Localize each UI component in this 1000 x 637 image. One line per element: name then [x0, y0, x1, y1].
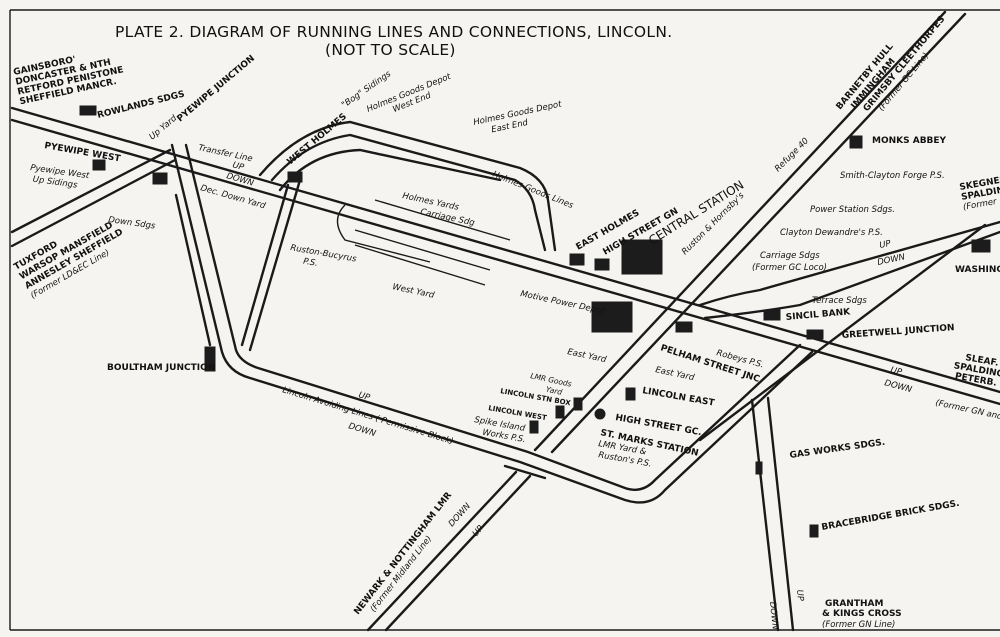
label-pyewipe-west-up-sidings: Pyewipe West Up Sidings: [30, 163, 91, 191]
dest-northwest: GAINSBORO' DONCASTER & NTH RETFORD PENIS…: [13, 55, 125, 107]
label-clayton-dewandre: Clayton Dewandre's P.S.: [780, 228, 883, 238]
label-lincoln-east: LINCOLN EAST: [641, 386, 715, 409]
label-down-newark: DOWN: [447, 501, 474, 529]
label-bracebridge-brick-sdgs: BRACEBRIDGE BRICK SDGS.: [821, 499, 961, 533]
label-line: Yard: [545, 385, 563, 397]
dest-south: GRANTHAM & KINGS CROSS (Former GN Line): [822, 599, 902, 630]
label-line: GRANTHAM: [825, 599, 883, 609]
gc-line-northeast: [533, 10, 967, 454]
label-down-grantham: DOWN: [767, 601, 780, 631]
label-line: (Former GC Loco): [752, 263, 827, 273]
label-carriage-sdgs-gc: Carriage Sdgs (Former GC Loco): [752, 251, 827, 273]
label-spike-island: Spike Island Works P.S.: [473, 415, 526, 445]
label-up-east: UP: [889, 365, 903, 378]
dest-southwest: NEWARK & NOTTINGHAM LMR (Former Midland …: [352, 491, 454, 617]
label-east-yard-2: East Yard: [654, 365, 695, 383]
label-line: (Former GN Line): [822, 620, 895, 630]
label-west-yard: West Yard: [391, 282, 435, 301]
label-power-station-sdgs: Power Station Sdgs.: [810, 205, 895, 215]
label-boultham-junction: BOULTHAM JUNCTION: [107, 363, 215, 373]
label-up-avoiding: UP: [357, 390, 372, 403]
label-down-yard: Dec. Down Yard: [199, 183, 267, 211]
label-pyewipe-junction: PYEWIPE JUNCTION: [176, 54, 257, 125]
label-pyewipe-west: PYEWIPE WEST: [43, 141, 122, 164]
label-washingborough: WASHINGB: [955, 265, 1000, 275]
skegness-line: [698, 220, 1000, 442]
label-line: (Former Midland Line): [369, 534, 435, 614]
label-transfer-line: Transfer Line: [197, 143, 253, 164]
label-monks-abbey: MONKS ABBEY: [872, 136, 947, 146]
newark-line: [366, 464, 547, 632]
diagram-title: PLATE 2. DIAGRAM OF RUNNING LINES AND CO…: [115, 23, 672, 41]
label-east-yard-1: East Yard: [566, 347, 607, 365]
label-up-skegness: UP: [879, 239, 893, 251]
label-line: & KINGS CROSS: [822, 609, 902, 619]
label-down-east: DOWN: [883, 378, 913, 395]
label-line: Carriage Sdgs: [760, 251, 820, 261]
label-up-grantham: UP: [794, 589, 805, 602]
label-holmes-east-end: Holmes Goods Depot East End: [473, 99, 564, 135]
label-gas-works-sdgs: GAS WORKS SDGS.: [789, 438, 886, 461]
dest-southeast: SLEAF. SPALDING PETERB.: [953, 353, 1000, 389]
dest-east: SKEGNESS SPALDING (Former: [959, 174, 1000, 213]
label-ruston-bucyrus: Ruston-Bucyrus P.S.: [289, 243, 357, 269]
tuxford-line: [10, 148, 177, 248]
diagram-subtitle: (NOT TO SCALE): [325, 41, 456, 59]
label-down-avoiding: DOWN: [347, 421, 377, 439]
label-terrace-sdgs: Terrace Sdgs: [812, 296, 867, 306]
label-up-yard: Up Yard: [148, 113, 180, 142]
signal-box-markers: [79, 105, 991, 538]
main-line-gn: [10, 106, 1000, 406]
holmes-goods-lines: [258, 120, 557, 286]
grantham-line: [750, 396, 795, 632]
label-sincil-bank: SINCIL BANK: [785, 307, 851, 323]
label-line: P.S.: [302, 257, 318, 269]
label-refuge: Refuge 40: [773, 136, 811, 174]
label-up-pyewipe: UP: [231, 160, 246, 173]
dest-northeast: BARNETBY HULL IMMINGHAM GRIMSBY CLEETHOR…: [835, 15, 948, 114]
label-line: Ruston-Bucyrus: [289, 243, 357, 265]
label-smith-clayton: Smith-Clayton Forge P.S.: [840, 171, 945, 181]
label-greetwell-junction: GREETWELL JUNCTION: [842, 323, 955, 341]
avoiding-lines: [170, 143, 814, 504]
